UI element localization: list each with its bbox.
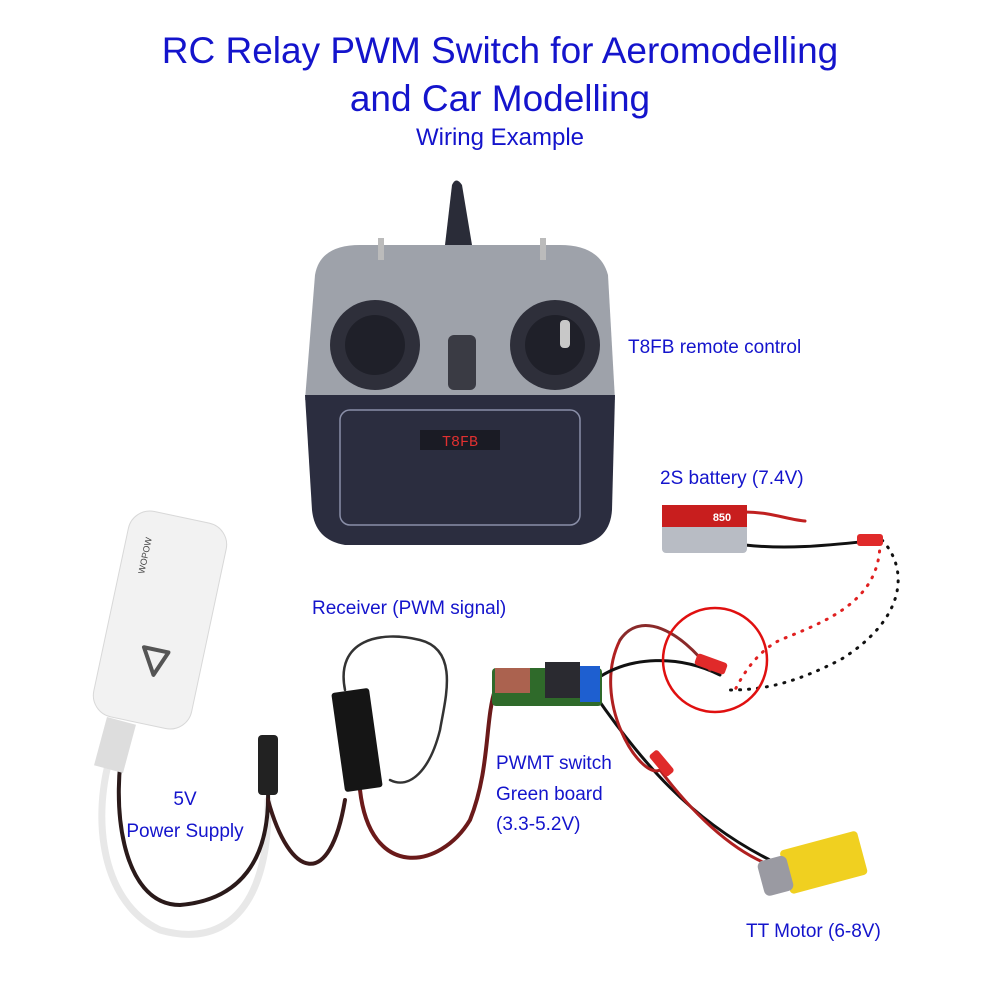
label-power-2: Power Supply [126, 821, 244, 842]
jst-connector-motor [649, 750, 674, 777]
label-battery: 2S battery (7.4V) [660, 468, 804, 489]
receiver-antenna [342, 635, 449, 784]
connection-highlight-circle [661, 606, 769, 714]
battery-brand-logo: 850 [713, 512, 731, 524]
dc-barrel-plug [258, 735, 278, 795]
jst-connector [694, 653, 728, 675]
power-bank: WOPOW [92, 510, 228, 730]
dotted-red-wire [733, 540, 882, 692]
receiver-module [331, 688, 383, 792]
battery-lead-red [743, 510, 807, 523]
usb-cable [98, 731, 272, 938]
label-power-1: 5V [173, 789, 197, 810]
switch-to-connector-black [593, 659, 722, 682]
title-line-1: RC Relay PWM Switch for Aeromodelling [161, 30, 839, 71]
power-to-receiver-cable [266, 798, 347, 866]
jst-connector-battery [857, 534, 883, 546]
t8fb-transmitter: T8FB [305, 180, 615, 545]
switch-to-motor-red [609, 638, 772, 867]
subtitle: Wiring Example [415, 124, 585, 151]
pwm-relay-switch-board [492, 662, 602, 706]
label-switch-2: Green board [496, 784, 603, 805]
remote-screen-logo: T8FB [442, 434, 478, 451]
tt-motor [757, 831, 868, 896]
label-motor: TT Motor (6-8V) [746, 921, 881, 942]
title-line-2: and Car Modelling [349, 78, 651, 119]
label-switch-3: (3.3-5.2V) [496, 814, 581, 835]
label-remote: T8FB remote control [628, 337, 802, 358]
usb-plug [94, 716, 136, 774]
2s-lipo-battery: 850 [662, 505, 747, 553]
switch-to-motor-black [593, 693, 772, 862]
label-switch-1: PWMT switch [496, 753, 612, 774]
power-cable [116, 733, 271, 908]
dotted-black-wire [728, 538, 900, 692]
receiver-to-switch-cable [358, 688, 497, 860]
label-receiver: Receiver (PWM signal) [312, 598, 507, 619]
